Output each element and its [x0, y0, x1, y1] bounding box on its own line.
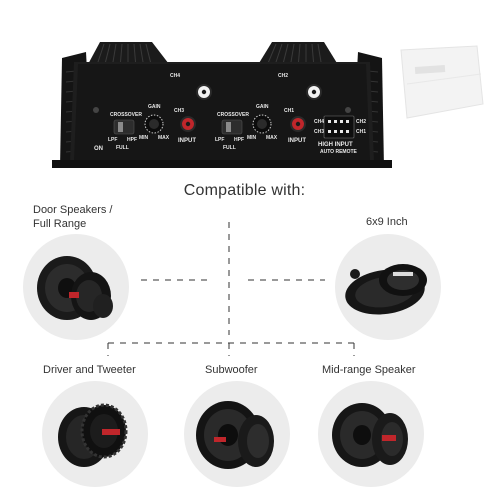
amp-ch1-label: CH1	[284, 108, 295, 114]
label-driver-tweeter: Driver and Tweeter	[43, 364, 136, 376]
amp-input-label-left: INPUT	[178, 138, 196, 144]
product-box-image	[397, 44, 485, 124]
amp-max-label-right: MAX	[266, 135, 278, 141]
amp-max-label-left: MAX	[158, 135, 170, 141]
amp-full-label-left: FULL	[116, 145, 129, 151]
amp-min-label-right: MIN	[247, 135, 257, 141]
amp-input-label-right: INPUT	[288, 138, 306, 144]
photo-subwoofer	[184, 381, 290, 487]
amp-crossover-label-right: CROSSOVER	[217, 112, 249, 118]
amp-high-input-label: HIGH INPUT	[318, 142, 353, 148]
amp-crossover-label-left: CROSSOVER	[110, 112, 142, 118]
label-subwoofer: Subwoofer	[205, 364, 258, 376]
amp-gain-label-right: GAIN	[256, 104, 269, 110]
photo-driver-tweeter	[42, 381, 148, 487]
compatible-headline: Compatible with:	[183, 182, 306, 199]
amp-connector-ch3-label: CH3	[314, 129, 325, 135]
amp-connector-ch2-label: CH2	[356, 119, 367, 125]
photo-6x9-inch	[335, 234, 441, 340]
amplifier-body	[52, 42, 392, 168]
amp-gain-label-left: GAIN	[148, 104, 161, 110]
amp-ch3-label: CH3	[174, 108, 185, 114]
amp-hpf-label-right: HPF	[234, 137, 244, 143]
amp-on-label: ON	[94, 146, 103, 152]
amp-full-label-right: FULL	[223, 145, 236, 151]
amp-connector-ch1-label: CH1	[356, 129, 367, 135]
amp-auto-remote-label: AUTO REMOTE	[320, 149, 357, 155]
amp-lpf-label-left: LPF	[108, 137, 118, 143]
label-6x9-inch: 6x9 Inch	[366, 216, 408, 228]
amplifier-image: CH4 CH2 CH3 CH1 GAIN GAIN CROSSOVER CROS…	[52, 38, 392, 170]
amp-min-label-left: MIN	[139, 135, 149, 141]
photo-door-speakers	[23, 234, 129, 340]
label-door-speakers-line1: Door Speakers /	[33, 204, 113, 216]
label-door-speakers: Door Speakers / Full Range	[33, 204, 112, 232]
amp-ch2-label: CH2	[278, 73, 289, 79]
label-door-speakers-line2: Full Range	[33, 217, 87, 230]
amp-ch4-label: CH4	[170, 73, 181, 79]
photo-midrange-speaker	[318, 381, 424, 487]
amp-lpf-label-right: LPF	[215, 137, 225, 143]
label-midrange-speaker: Mid-range Speaker	[322, 364, 416, 376]
amp-connector-ch4-label: CH4	[314, 119, 325, 125]
amp-hpf-label-left: HPF	[127, 137, 137, 143]
